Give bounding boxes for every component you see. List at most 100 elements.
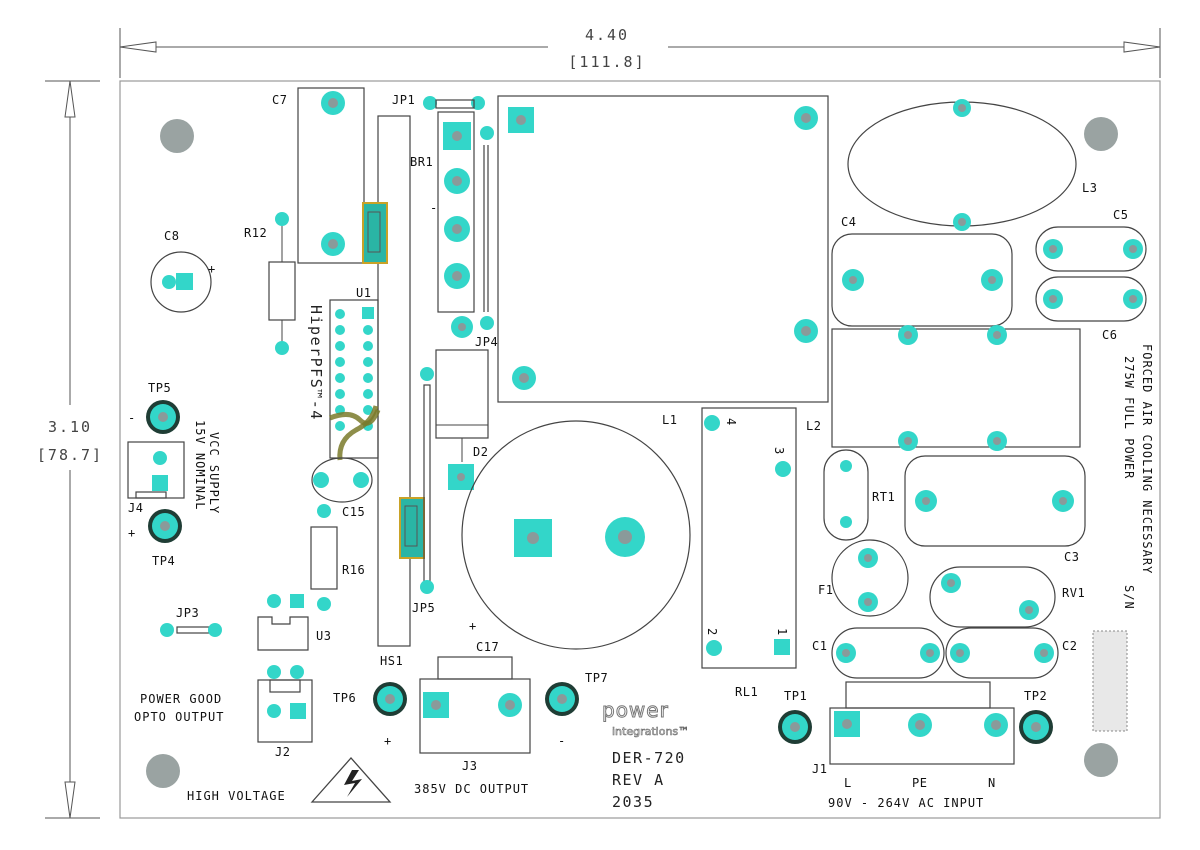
- j2-connector: J2: [257, 665, 313, 759]
- vcc-nominal-note: 15V NOMINAL: [193, 420, 207, 510]
- l2-label: L2: [806, 419, 821, 433]
- board-outline: [119, 80, 1161, 819]
- tp6-plus: +: [384, 734, 392, 748]
- c2-label: C2: [1062, 639, 1077, 653]
- r12-resistor: R12: [244, 212, 296, 355]
- jp4-label: JP4: [475, 335, 498, 349]
- c3-capacitor: C3: [904, 455, 1086, 564]
- r16-label: R16: [342, 563, 365, 577]
- c7-capacitor: C7: [272, 87, 365, 264]
- jp5-label: JP5: [412, 601, 435, 615]
- br1-label: BR1: [410, 155, 433, 169]
- r12-label: R12: [244, 226, 267, 240]
- tp7-minus: -: [558, 734, 566, 748]
- j2-label: J2: [275, 745, 290, 759]
- vcc-supply-note: VCC SUPPLY: [207, 432, 221, 514]
- mounting-hole: [146, 754, 180, 788]
- mounting-hole: [160, 119, 194, 153]
- l1-inductor: L1: [461, 413, 691, 650]
- width-mm: [111.8]: [568, 53, 645, 71]
- d2-label: D2: [473, 445, 488, 459]
- c3-label: C3: [1064, 550, 1079, 564]
- forced-air-note: FORCED AIR COOLING NECESSARY: [1140, 344, 1154, 574]
- rt1-label: RT1: [872, 490, 895, 504]
- br1-bridge-rectifier: JP1 BR1 -: [392, 93, 494, 313]
- br1-minus: -: [430, 201, 438, 215]
- c4-label: C4: [841, 215, 856, 229]
- tp2-test-point: TP2: [1019, 689, 1053, 744]
- jp3-jumper: JP3: [160, 606, 222, 637]
- rv1-varistor: RV1: [929, 566, 1085, 628]
- ac-input-note: 90V - 264V AC INPUT: [828, 796, 984, 810]
- hs1-heatsink: HS1: [362, 115, 425, 668]
- c17-plus: +: [469, 619, 477, 633]
- high-voltage-warning-icon: [310, 757, 392, 803]
- u3-optocoupler: U3: [257, 594, 331, 651]
- tp6-label: TP6: [333, 691, 356, 705]
- width-inches: 4.40: [585, 26, 629, 44]
- high-voltage-note: HIGH VOLTAGE: [187, 789, 286, 803]
- tp5-test-point: TP5 -: [128, 381, 180, 434]
- serial-number-box: [1092, 630, 1128, 732]
- rv1-label: RV1: [1062, 586, 1085, 600]
- power-integrations-logo: power integrations™: [602, 698, 690, 739]
- c8-label: C8: [164, 229, 179, 243]
- c8-plus: +: [208, 262, 216, 276]
- j1-label: J1: [812, 762, 827, 776]
- l3-label: L3: [1082, 181, 1097, 195]
- mounting-hole: [1084, 117, 1118, 151]
- tp4-test-point: TP4 +: [128, 509, 182, 568]
- board-id: DER-720: [612, 749, 686, 767]
- rl1-pin-1: 1: [775, 628, 789, 636]
- d2-diode: JP4 D2: [435, 316, 498, 490]
- u1-hiperpfs-ic: U1 HiperPFS™-4: [307, 286, 381, 461]
- c1-label: C1: [812, 639, 827, 653]
- tp4-label: TP4: [152, 554, 175, 568]
- f1-label: F1: [818, 583, 833, 597]
- j1-pin-n: N: [988, 776, 996, 790]
- serial-number-label: S/N: [1122, 585, 1136, 610]
- c6-label: C6: [1102, 328, 1117, 342]
- j3-label: J3: [462, 759, 477, 773]
- full-power-note: 275W FULL POWER: [1122, 356, 1136, 479]
- tp4-plus: +: [128, 526, 136, 540]
- tp6-test-point: TP6 +: [333, 682, 407, 748]
- j4-label: J4: [128, 501, 143, 515]
- rt1-thermistor: RT1: [823, 449, 895, 541]
- j3-dc-output-connector: J3 385V DC OUTPUT: [414, 656, 531, 796]
- rl1-label: RL1: [735, 685, 758, 699]
- dc-output-note: 385V DC OUTPUT: [414, 782, 529, 796]
- tp1-label: TP1: [784, 689, 807, 703]
- tp1-test-point: TP1: [778, 689, 812, 744]
- c15-capacitor: C15: [311, 457, 373, 519]
- j1-ac-input-connector: J1 L PE N 90V - 264V AC INPUT: [812, 681, 1015, 810]
- logo-power-text: power: [602, 698, 669, 722]
- c2-capacitor: C2: [945, 627, 1077, 679]
- c7-label: C7: [272, 93, 287, 107]
- f1-fuse: F1: [818, 539, 909, 617]
- board-revision: REV A: [612, 771, 665, 789]
- l3-inductor: L3: [847, 99, 1097, 231]
- logo-integrations-text: integrations™: [612, 725, 689, 738]
- j4-connector: J4: [127, 441, 185, 515]
- r16-resistor: R16: [310, 504, 365, 611]
- j1-pin-pe: PE: [912, 776, 927, 790]
- u1-label: U1: [356, 286, 371, 300]
- tp2-label: TP2: [1024, 689, 1047, 703]
- height-inches: 3.10: [48, 418, 92, 436]
- jp1-label: JP1: [392, 93, 415, 107]
- board-date-code: 2035: [612, 793, 654, 811]
- rl1-pin-3: 3: [772, 447, 786, 455]
- c5-capacitor: C5: [1035, 208, 1147, 272]
- c4-capacitor: C4: [831, 215, 1013, 327]
- tp7-test-point: TP7 -: [545, 671, 608, 748]
- tp5-minus: -: [128, 411, 136, 425]
- u3-label: U3: [316, 629, 331, 643]
- rl1-relay: 4 3 2 1 RL1: [701, 407, 797, 699]
- height-mm: [78.7]: [37, 446, 103, 464]
- hs1-label: HS1: [380, 654, 403, 668]
- width-dimension: 4.40 [111.8]: [119, 26, 1161, 78]
- l2-inductor: L2: [806, 325, 1081, 451]
- j1-pin-l: L: [844, 776, 852, 790]
